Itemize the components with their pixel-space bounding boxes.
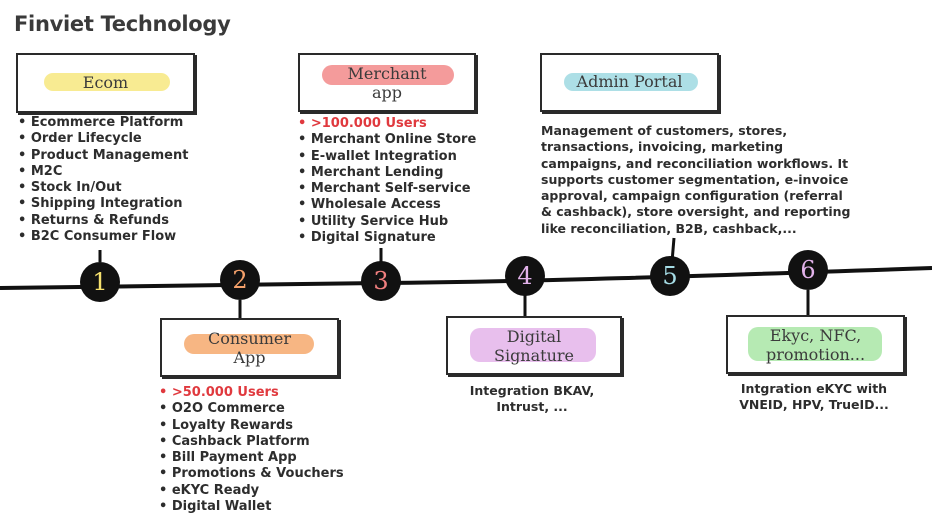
milestone-6-number: 6 (800, 256, 816, 284)
page-title: Finviet Technology (14, 12, 231, 36)
list-item: Bill Payment App (159, 450, 344, 466)
milestone-1-number: 1 (92, 268, 108, 296)
ekyc-label-line1: Ekyc, NFC, (769, 326, 862, 345)
merchant-list: >100.000 Users Merchant Online Store E-w… (298, 116, 476, 246)
merchant-label-line1: Merchant (347, 64, 427, 83)
admin-label: Admin Portal (576, 72, 683, 91)
ecom-card: Ecom (16, 53, 195, 113)
milestone-4-number: 4 (517, 262, 533, 290)
list-item: Digital Signature (298, 230, 476, 246)
list-item: Order Lifecycle (18, 131, 188, 147)
signature-highlight (470, 328, 596, 362)
milestone-3-number: 3 (373, 267, 389, 295)
milestone-3: 3 (361, 261, 401, 301)
milestone-6: 6 (788, 250, 828, 290)
milestone-4: 4 (505, 256, 545, 296)
list-item: B2C Consumer Flow (18, 229, 188, 245)
list-item: Promotions & Vouchers (159, 466, 344, 482)
milestone-1: 1 (80, 262, 120, 302)
ekyc-description-line1: Intgration eKYC with (740, 381, 888, 396)
list-item: Digital Wallet (159, 499, 344, 515)
ekyc-highlight (748, 327, 882, 361)
consumer-label-line1: Consumer (208, 329, 291, 348)
list-item: Product Management (18, 148, 189, 164)
ecom-highlight (44, 73, 170, 91)
list-item: Shipping Integration (18, 196, 188, 212)
list-item: Cashback Platform (159, 434, 344, 450)
ekyc-description: Intgration eKYC with VNEID, HPV, TrueID.… (716, 381, 912, 414)
consumer-highlight (184, 334, 314, 354)
list-item: Merchant Self-service (298, 181, 476, 197)
signature-description-line2: Intrust, ... (496, 399, 568, 415)
list-item: Merchant Lending (298, 165, 476, 181)
merchant-label-line2: app (371, 83, 403, 102)
list-item: Returns & Refunds (18, 213, 188, 229)
list-item: O2O Commerce (159, 401, 344, 417)
list-item: M2C (18, 164, 188, 180)
ecom-label: Ecom (82, 73, 129, 92)
signature-description: Integration BKAV, Intrust, ... (446, 383, 618, 416)
milestone-2-number: 2 (232, 266, 248, 294)
signature-card: Digital Signature (446, 316, 622, 375)
ekyc-description-line2: VNEID, HPV, TrueID... (739, 397, 889, 413)
list-item: E-wallet Integration (298, 149, 476, 165)
list-item: Wholesale Access (298, 197, 476, 213)
admin-card: Admin Portal (540, 53, 719, 112)
milestone-2: 2 (220, 260, 260, 300)
ecom-list: Ecommerce Platform Order Lifecycle Produ… (18, 115, 189, 245)
ekyc-card: Ekyc, NFC, promotion... (726, 315, 905, 374)
merchant-highlight (322, 65, 454, 85)
merchant-card: Merchant app (298, 53, 476, 112)
list-item: Utility Service Hub (298, 214, 476, 230)
milestone-5-number: 5 (662, 262, 678, 290)
ekyc-label-line2: promotion... (765, 345, 866, 364)
list-item: Merchant Online Store (298, 132, 476, 148)
list-item: >50.000 Users (159, 385, 344, 401)
signature-description-line1: Integration BKAV, (469, 383, 595, 398)
signature-label-line2: Signature (493, 346, 574, 365)
consumer-list: >50.000 Users O2O Commerce Loyalty Rewar… (159, 385, 344, 515)
admin-description: Management of customers, stores, transac… (541, 123, 851, 236)
milestone-5: 5 (650, 256, 690, 296)
list-item: Stock In/Out (18, 180, 188, 196)
list-item: Loyalty Rewards (159, 418, 344, 434)
consumer-card: Consumer App (160, 318, 339, 377)
consumer-label-line2: App (233, 348, 266, 367)
list-item: eKYC Ready (159, 483, 344, 499)
admin-highlight (564, 73, 698, 91)
signature-label-line1: Digital (506, 327, 562, 346)
list-item: >100.000 Users (298, 116, 476, 132)
list-item: Ecommerce Platform (18, 115, 188, 131)
